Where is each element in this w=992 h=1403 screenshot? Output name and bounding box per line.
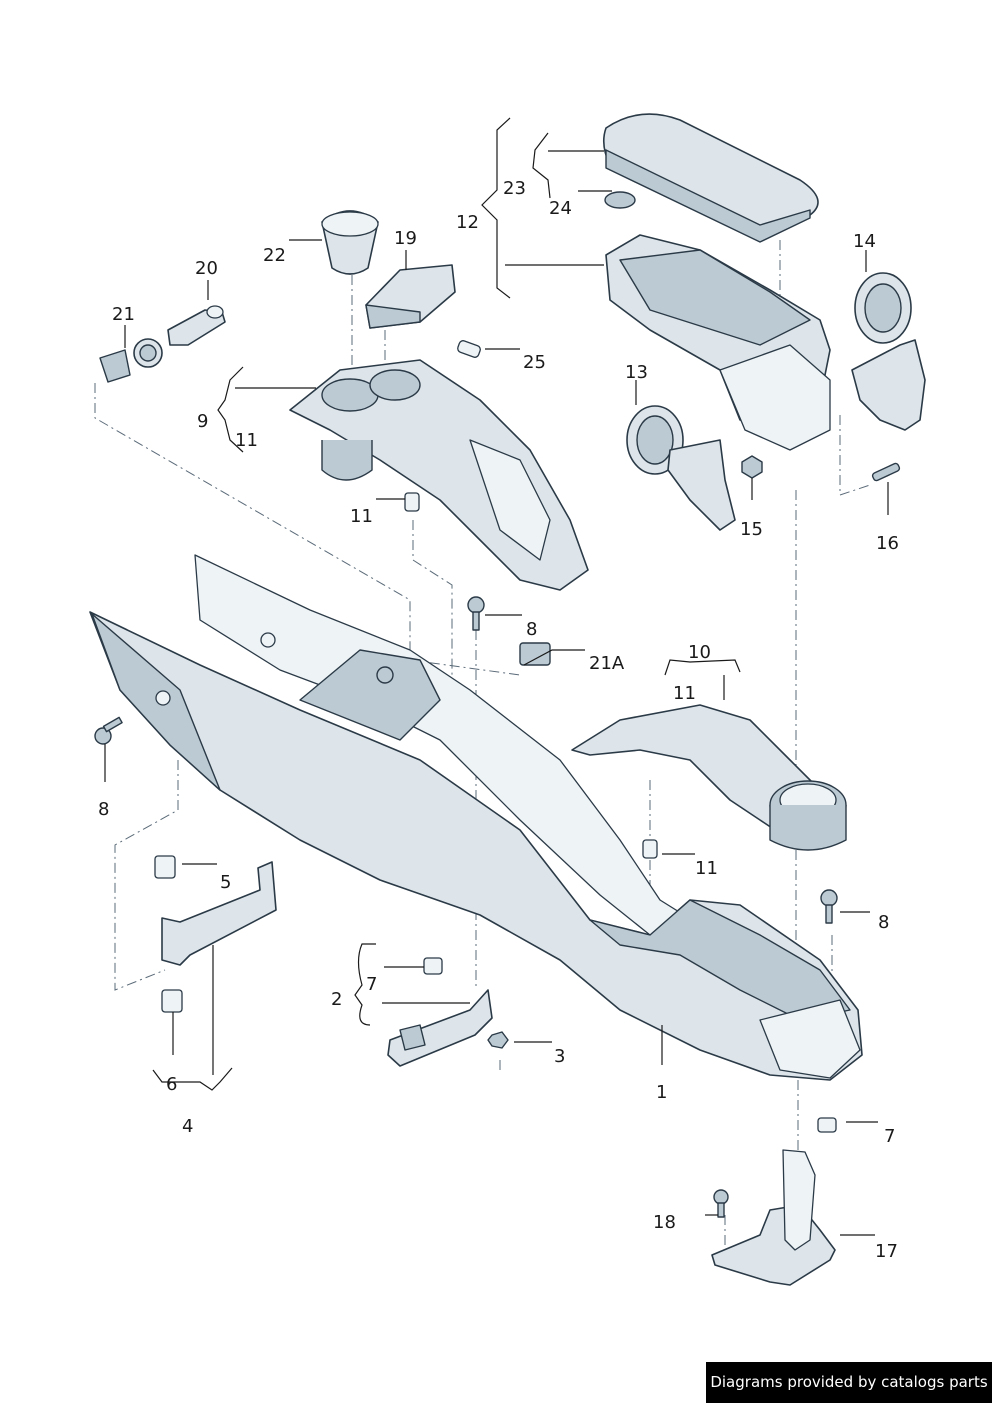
side-trim-right: [851, 272, 926, 431]
callout-23: 23: [503, 178, 526, 199]
callout-25: 25: [523, 352, 546, 373]
callout-1: 1: [656, 1082, 667, 1103]
callout-21: 21: [112, 304, 135, 325]
callout-15: 15: [740, 519, 763, 540]
callout-11-clip: 11: [350, 506, 373, 527]
center-console-body: [89, 554, 863, 1081]
callout-11-right: 11: [695, 858, 718, 879]
callout-8-left: 8: [98, 799, 109, 820]
callout-14: 14: [853, 231, 876, 252]
callout-4: 4: [182, 1116, 193, 1137]
callout-12: 12: [456, 212, 479, 233]
callout-22: 22: [263, 245, 286, 266]
switch-module: [365, 264, 456, 329]
callout-8-right: 8: [878, 912, 889, 933]
front-console-trim: [289, 359, 589, 591]
holder-bracket: [154, 855, 277, 1013]
callout-5: 5: [220, 872, 231, 893]
fasteners: [94, 340, 901, 1218]
callout-labels: 1 2 3 4 5 6 7 7 8 8 8 9 10 11 11 11 11 1…: [98, 178, 899, 1262]
callout-7-bracket: 7: [366, 974, 377, 995]
callout-10: 10: [688, 642, 711, 663]
callout-11-top: 11: [235, 430, 258, 451]
callout-11-cover: 11: [673, 683, 696, 704]
side-trim-left: [626, 405, 736, 531]
callout-18: 18: [653, 1212, 676, 1233]
callout-6: 6: [166, 1074, 177, 1095]
callout-3: 3: [554, 1046, 565, 1067]
callout-13: 13: [625, 362, 648, 383]
bracket-assembly: [387, 957, 509, 1067]
leader-lines: [104, 117, 889, 1236]
callout-8-center: 8: [526, 619, 537, 640]
callout-2: 2: [331, 989, 342, 1010]
credit-banner: Diagrams provided by catalogs parts: [706, 1362, 992, 1403]
rear-console-cover: [571, 704, 847, 851]
cup-insert: [321, 210, 379, 275]
callout-16: 16: [876, 533, 899, 554]
callout-17: 17: [875, 1241, 898, 1262]
callout-20: 20: [195, 258, 218, 279]
callout-7-lower: 7: [884, 1126, 895, 1147]
shift-bracket: [711, 1149, 836, 1286]
callout-9: 9: [197, 411, 208, 432]
callout-21a: 21A: [589, 653, 625, 674]
lighter-socket: [99, 305, 226, 383]
callout-24: 24: [549, 198, 572, 219]
callout-19: 19: [394, 228, 417, 249]
armrest-assembly: [602, 113, 831, 451]
